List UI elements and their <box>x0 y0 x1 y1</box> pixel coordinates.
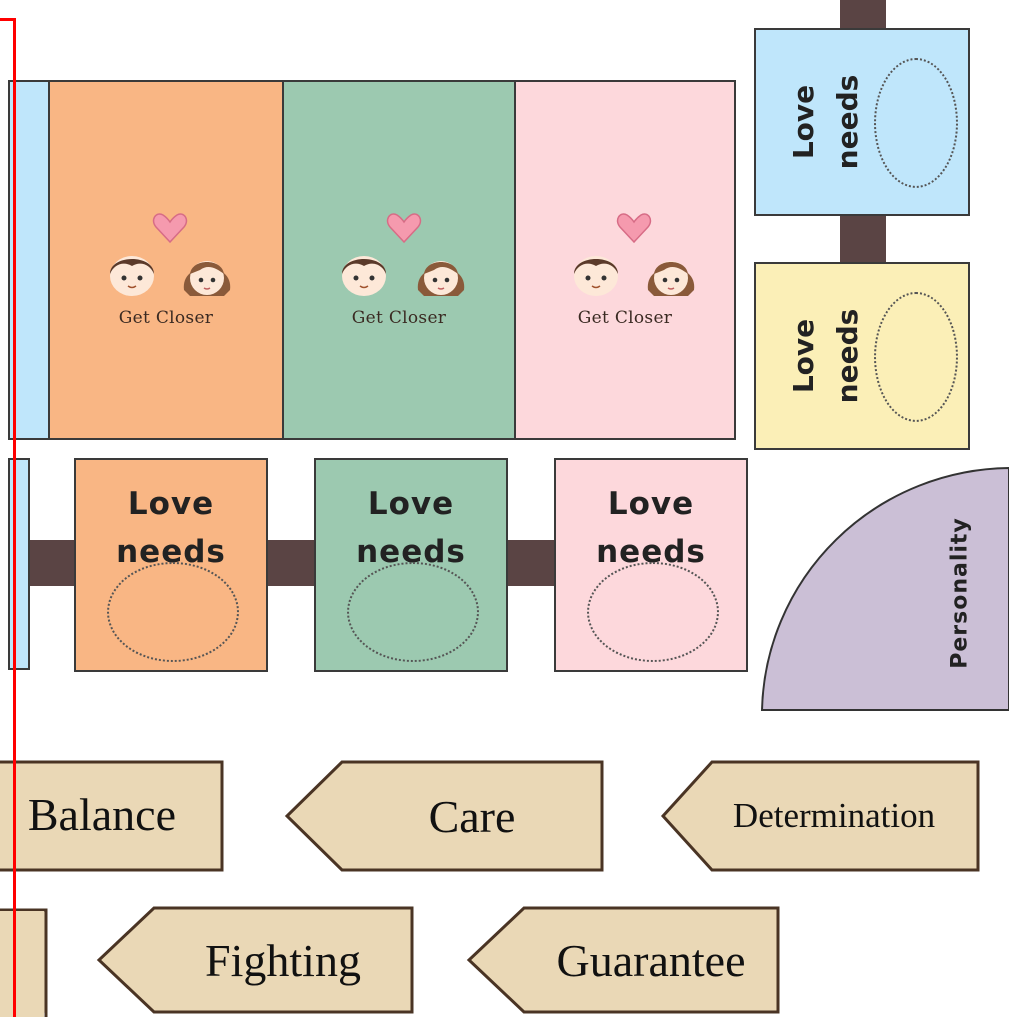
girl-face-icon <box>647 261 695 296</box>
connector-top <box>840 0 886 30</box>
heart-icon <box>386 213 422 244</box>
girl-face-icon <box>417 261 465 296</box>
love-needs-slot <box>587 562 719 662</box>
fighting-label[interactable] <box>96 906 416 1014</box>
get-closer-caption: Get Closer <box>351 308 447 328</box>
love-needs-label-line1: Love <box>607 486 695 522</box>
guarantee-label[interactable] <box>466 906 782 1014</box>
love-needs-label-line1: Love <box>367 486 455 522</box>
get-closer-card-orange[interactable]: Get Closer <box>48 80 284 440</box>
care-label[interactable] <box>284 760 606 872</box>
love-needs-label-line1: Love <box>787 318 820 394</box>
determination-text: Determination <box>732 796 936 835</box>
love-needs-tile-blue[interactable]: Love needs <box>754 28 970 216</box>
get-closer-caption: Get Closer <box>118 308 214 328</box>
personality-zone[interactable] <box>760 466 1009 712</box>
love-needs-slot <box>347 562 479 662</box>
fighting-text: Fighting <box>205 934 361 986</box>
determination-label[interactable] <box>660 760 982 872</box>
love-needs-label-line1: Love <box>127 486 215 522</box>
highlight-border <box>0 18 16 1017</box>
boy-face-icon <box>110 256 154 296</box>
love-needs-tile-yellow[interactable]: Love needs <box>754 262 970 450</box>
balance-text: Balance <box>27 789 176 840</box>
love-needs-tile-pink[interactable]: Love needs <box>554 458 748 672</box>
girl-face-icon <box>183 261 231 296</box>
care-text: Care <box>428 790 516 842</box>
get-closer-caption: Get Closer <box>577 308 673 328</box>
love-needs-slot <box>107 562 239 662</box>
get-closer-card-green[interactable]: Get Closer <box>282 80 516 440</box>
boy-face-icon <box>342 256 386 296</box>
love-needs-slot <box>874 58 958 188</box>
heart-icon <box>616 213 652 244</box>
guarantee-text: Guarantee <box>556 934 746 986</box>
love-needs-slot <box>874 292 958 422</box>
love-needs-label-line2: needs <box>831 74 864 170</box>
love-needs-label-line1: Love <box>787 84 820 160</box>
balance-label[interactable]: Balance <box>0 760 222 872</box>
boy-face-icon <box>574 256 618 296</box>
love-needs-tile-green[interactable]: Love needs <box>314 458 508 672</box>
connector-mid <box>840 214 886 264</box>
love-needs-tile-orange[interactable]: Love needs <box>74 458 268 672</box>
get-closer-card-pink[interactable]: Get Closer <box>514 80 736 440</box>
personality-label: Personality <box>947 517 973 669</box>
love-needs-label-line2: needs <box>831 308 864 404</box>
heart-icon <box>152 213 188 244</box>
balance-label-shape <box>0 760 224 872</box>
